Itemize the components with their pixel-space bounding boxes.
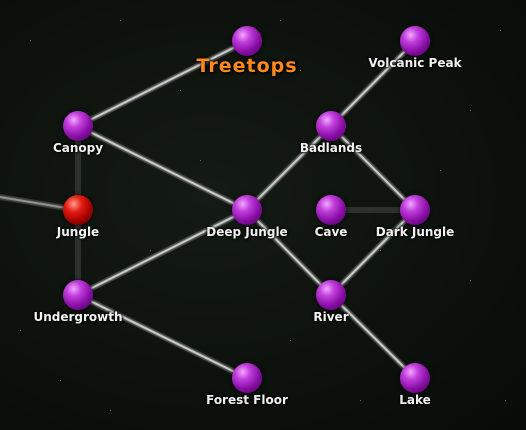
map-node-canopy[interactable] [63,111,93,141]
map-node-treetops[interactable] [232,26,262,56]
star-dot [60,380,61,381]
star-dot [300,70,301,71]
star-dot [505,400,506,401]
star-dot [470,280,471,281]
map-link-river-lake [330,294,416,379]
map-link-undergrowth-forest-floor [77,294,248,379]
map-link-deep-jungle-river [246,209,332,296]
star-dot [380,250,381,251]
star-dot [20,330,21,331]
star-dot [30,40,31,41]
map-node-dark-jungle[interactable] [400,195,430,225]
star-dot [110,410,111,411]
star-dot [290,340,291,341]
map-node-deep-jungle[interactable] [232,195,262,225]
star-dot [280,20,281,21]
star-dot [440,170,441,171]
map-node-volcanic-peak[interactable] [400,26,430,56]
star-dot [150,250,151,251]
star-dot [470,110,471,111]
map-node-badlands[interactable] [316,111,346,141]
map-node-lake[interactable] [400,363,430,393]
map-link-treetops-canopy [77,40,248,127]
star-dot [500,30,501,31]
map-link-badlands-volcanic-peak [330,40,416,127]
map-link-undergrowth-deep-jungle [77,209,248,296]
map-node-forest-floor[interactable] [232,363,262,393]
map-node-cave[interactable] [316,195,346,225]
map-node-river[interactable] [316,280,346,310]
map-node-jungle[interactable] [63,195,93,225]
star-dot [120,20,121,21]
map-link-canopy-deep-jungle [77,125,248,211]
star-dot [200,160,201,161]
map-node-undergrowth[interactable] [63,280,93,310]
map-link-badlands-dark-jungle [330,125,416,211]
map-link-deep-jungle-badlands [246,125,332,211]
star-dot [360,400,361,401]
star-dot [180,90,181,91]
map-link-dark-jungle-river [330,209,416,296]
